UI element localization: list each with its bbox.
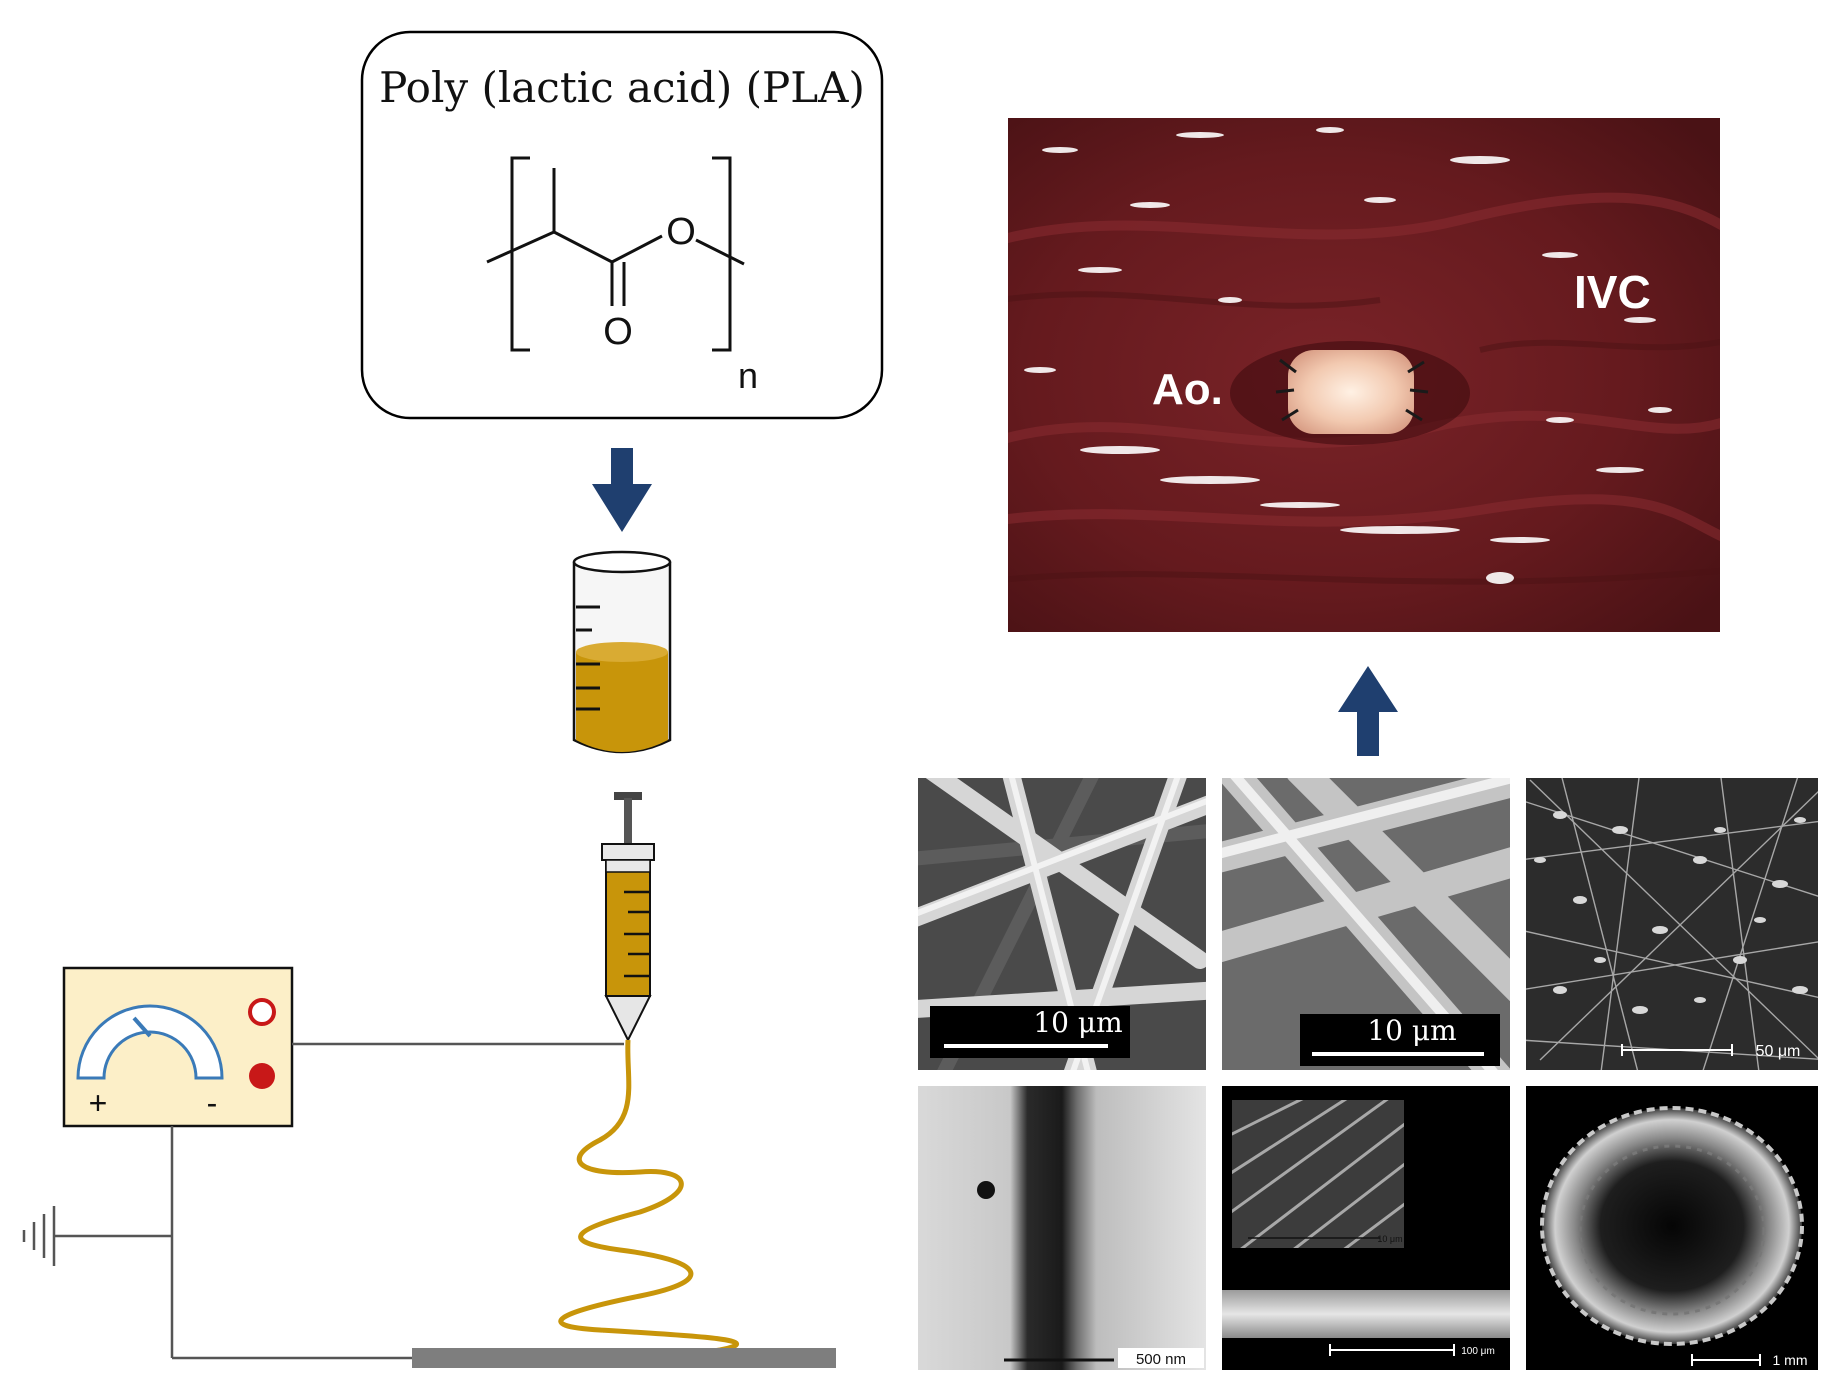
voltage-gauge-icon	[76, 1004, 224, 1080]
beaker-graduations	[576, 605, 600, 711]
collector-plate	[412, 1348, 836, 1368]
sem-panel-6: 1 mm	[1526, 1086, 1818, 1370]
sem-panel-2: 10 μm	[1222, 778, 1510, 1070]
sem-panel-5-scale-label: 100 μm	[1461, 1346, 1495, 1357]
vascular-graft	[1288, 350, 1414, 434]
pla-bonds	[486, 168, 745, 306]
sem-panel-5: 10 μm 100 μm	[1222, 1086, 1510, 1370]
implanted-graft-photo: Ao. IVC	[1008, 118, 1720, 632]
sem-panel-1-scale-label: 10 μm	[1033, 1006, 1122, 1039]
output-terminal-open-icon	[248, 998, 276, 1026]
ivc-label: IVC	[1574, 266, 1651, 318]
sem-panel-3-scale-label: 50 μm	[1756, 1043, 1801, 1060]
ester-oxygen-label: O	[666, 211, 696, 253]
positive-polarity-label: +	[89, 1085, 108, 1121]
left-bracket	[510, 156, 530, 352]
polymer-structure-box: Poly (lactic acid) (PLA) O O n	[360, 30, 884, 420]
polymer-jet	[519, 1039, 739, 1360]
circuit-wires	[54, 1042, 624, 1360]
beaker-icon	[572, 550, 672, 754]
syringe-icon	[601, 792, 655, 1043]
sem-panel-2-scale-label: 10 μm	[1367, 1014, 1456, 1047]
ground-symbol-icon	[22, 1206, 56, 1266]
output-terminal-filled-icon	[249, 1063, 275, 1089]
carbonyl-oxygen-label: O	[603, 311, 633, 353]
sem-panel-5-inset-scale-label: 10 μm	[1377, 1234, 1402, 1244]
down-arrow-icon	[592, 448, 652, 532]
sem-panel-4-scale-label: 500 nm	[1136, 1351, 1186, 1368]
right-bracket	[712, 156, 732, 352]
up-arrow-icon	[1338, 666, 1398, 756]
repeat-unit-subscript: n	[738, 355, 758, 396]
sem-panel-1: 10 μm	[918, 778, 1206, 1070]
sem-panel-6-scale-label: 1 mm	[1773, 1352, 1808, 1368]
sem-panel-3: 50 μm	[1526, 778, 1818, 1070]
high-voltage-power-supply: + -	[62, 966, 294, 1128]
sem-panel-4: 500 nm	[918, 1086, 1206, 1370]
syringe-graduations	[624, 890, 650, 978]
negative-polarity-label: -	[207, 1085, 218, 1121]
polymer-title: Poly (lactic acid) (PLA)	[379, 63, 865, 112]
aorta-label: Ao.	[1152, 365, 1223, 414]
